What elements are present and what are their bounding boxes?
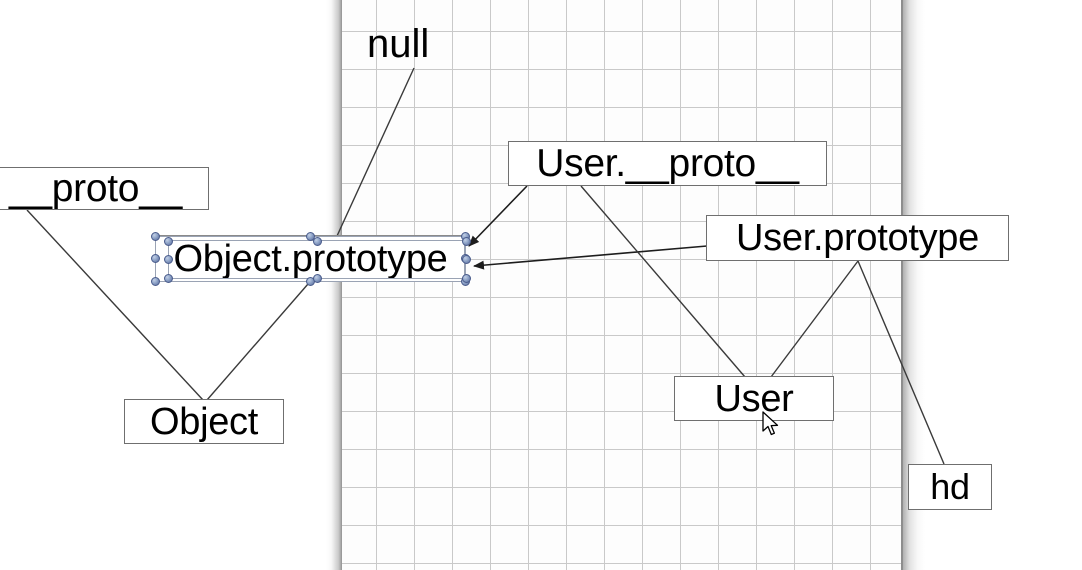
- resize-handle-inner-e[interactable]: [462, 255, 471, 264]
- node-user-proto[interactable]: User.__proto__: [508, 141, 827, 186]
- resize-handle-sw[interactable]: [151, 277, 160, 286]
- node-user-label: User: [714, 377, 794, 420]
- node-hd-label: hd: [930, 466, 970, 507]
- label-null[interactable]: null: [367, 22, 430, 66]
- resize-handle-w[interactable]: [151, 254, 160, 263]
- node-hd[interactable]: hd: [908, 464, 992, 510]
- node-proto-label: __proto__: [9, 167, 182, 210]
- resize-handle-n[interactable]: [306, 232, 315, 241]
- page-left-border: [341, 0, 342, 570]
- node-object[interactable]: Object: [124, 399, 284, 444]
- resize-handle-inner-s[interactable]: [313, 274, 322, 283]
- node-user-prototype-label: User.prototype: [736, 217, 979, 259]
- mouse-cursor-icon: [762, 411, 779, 436]
- resize-handle-inner-ne[interactable]: [462, 237, 471, 246]
- node-object-prototype-label: Object.prototype: [173, 237, 448, 280]
- resize-handle-inner-w[interactable]: [164, 255, 173, 264]
- resize-handle-inner-nw[interactable]: [164, 237, 173, 246]
- page-left-shadow: [326, 0, 341, 570]
- node-user[interactable]: User: [674, 376, 834, 421]
- node-user-prototype[interactable]: User.prototype: [706, 215, 1009, 261]
- drawing-page[interactable]: [341, 0, 902, 570]
- node-user-proto-label: User.__proto__: [536, 142, 799, 185]
- node-object-label: Object: [149, 400, 259, 443]
- resize-handle-inner-sw[interactable]: [164, 274, 173, 283]
- resize-handle-nw[interactable]: [151, 232, 160, 241]
- resize-handle-inner-se[interactable]: [462, 274, 471, 283]
- resize-handle-inner-n[interactable]: [313, 237, 322, 246]
- node-proto[interactable]: __proto__: [0, 167, 209, 210]
- connector-object-prototype-to-object: [206, 283, 309, 401]
